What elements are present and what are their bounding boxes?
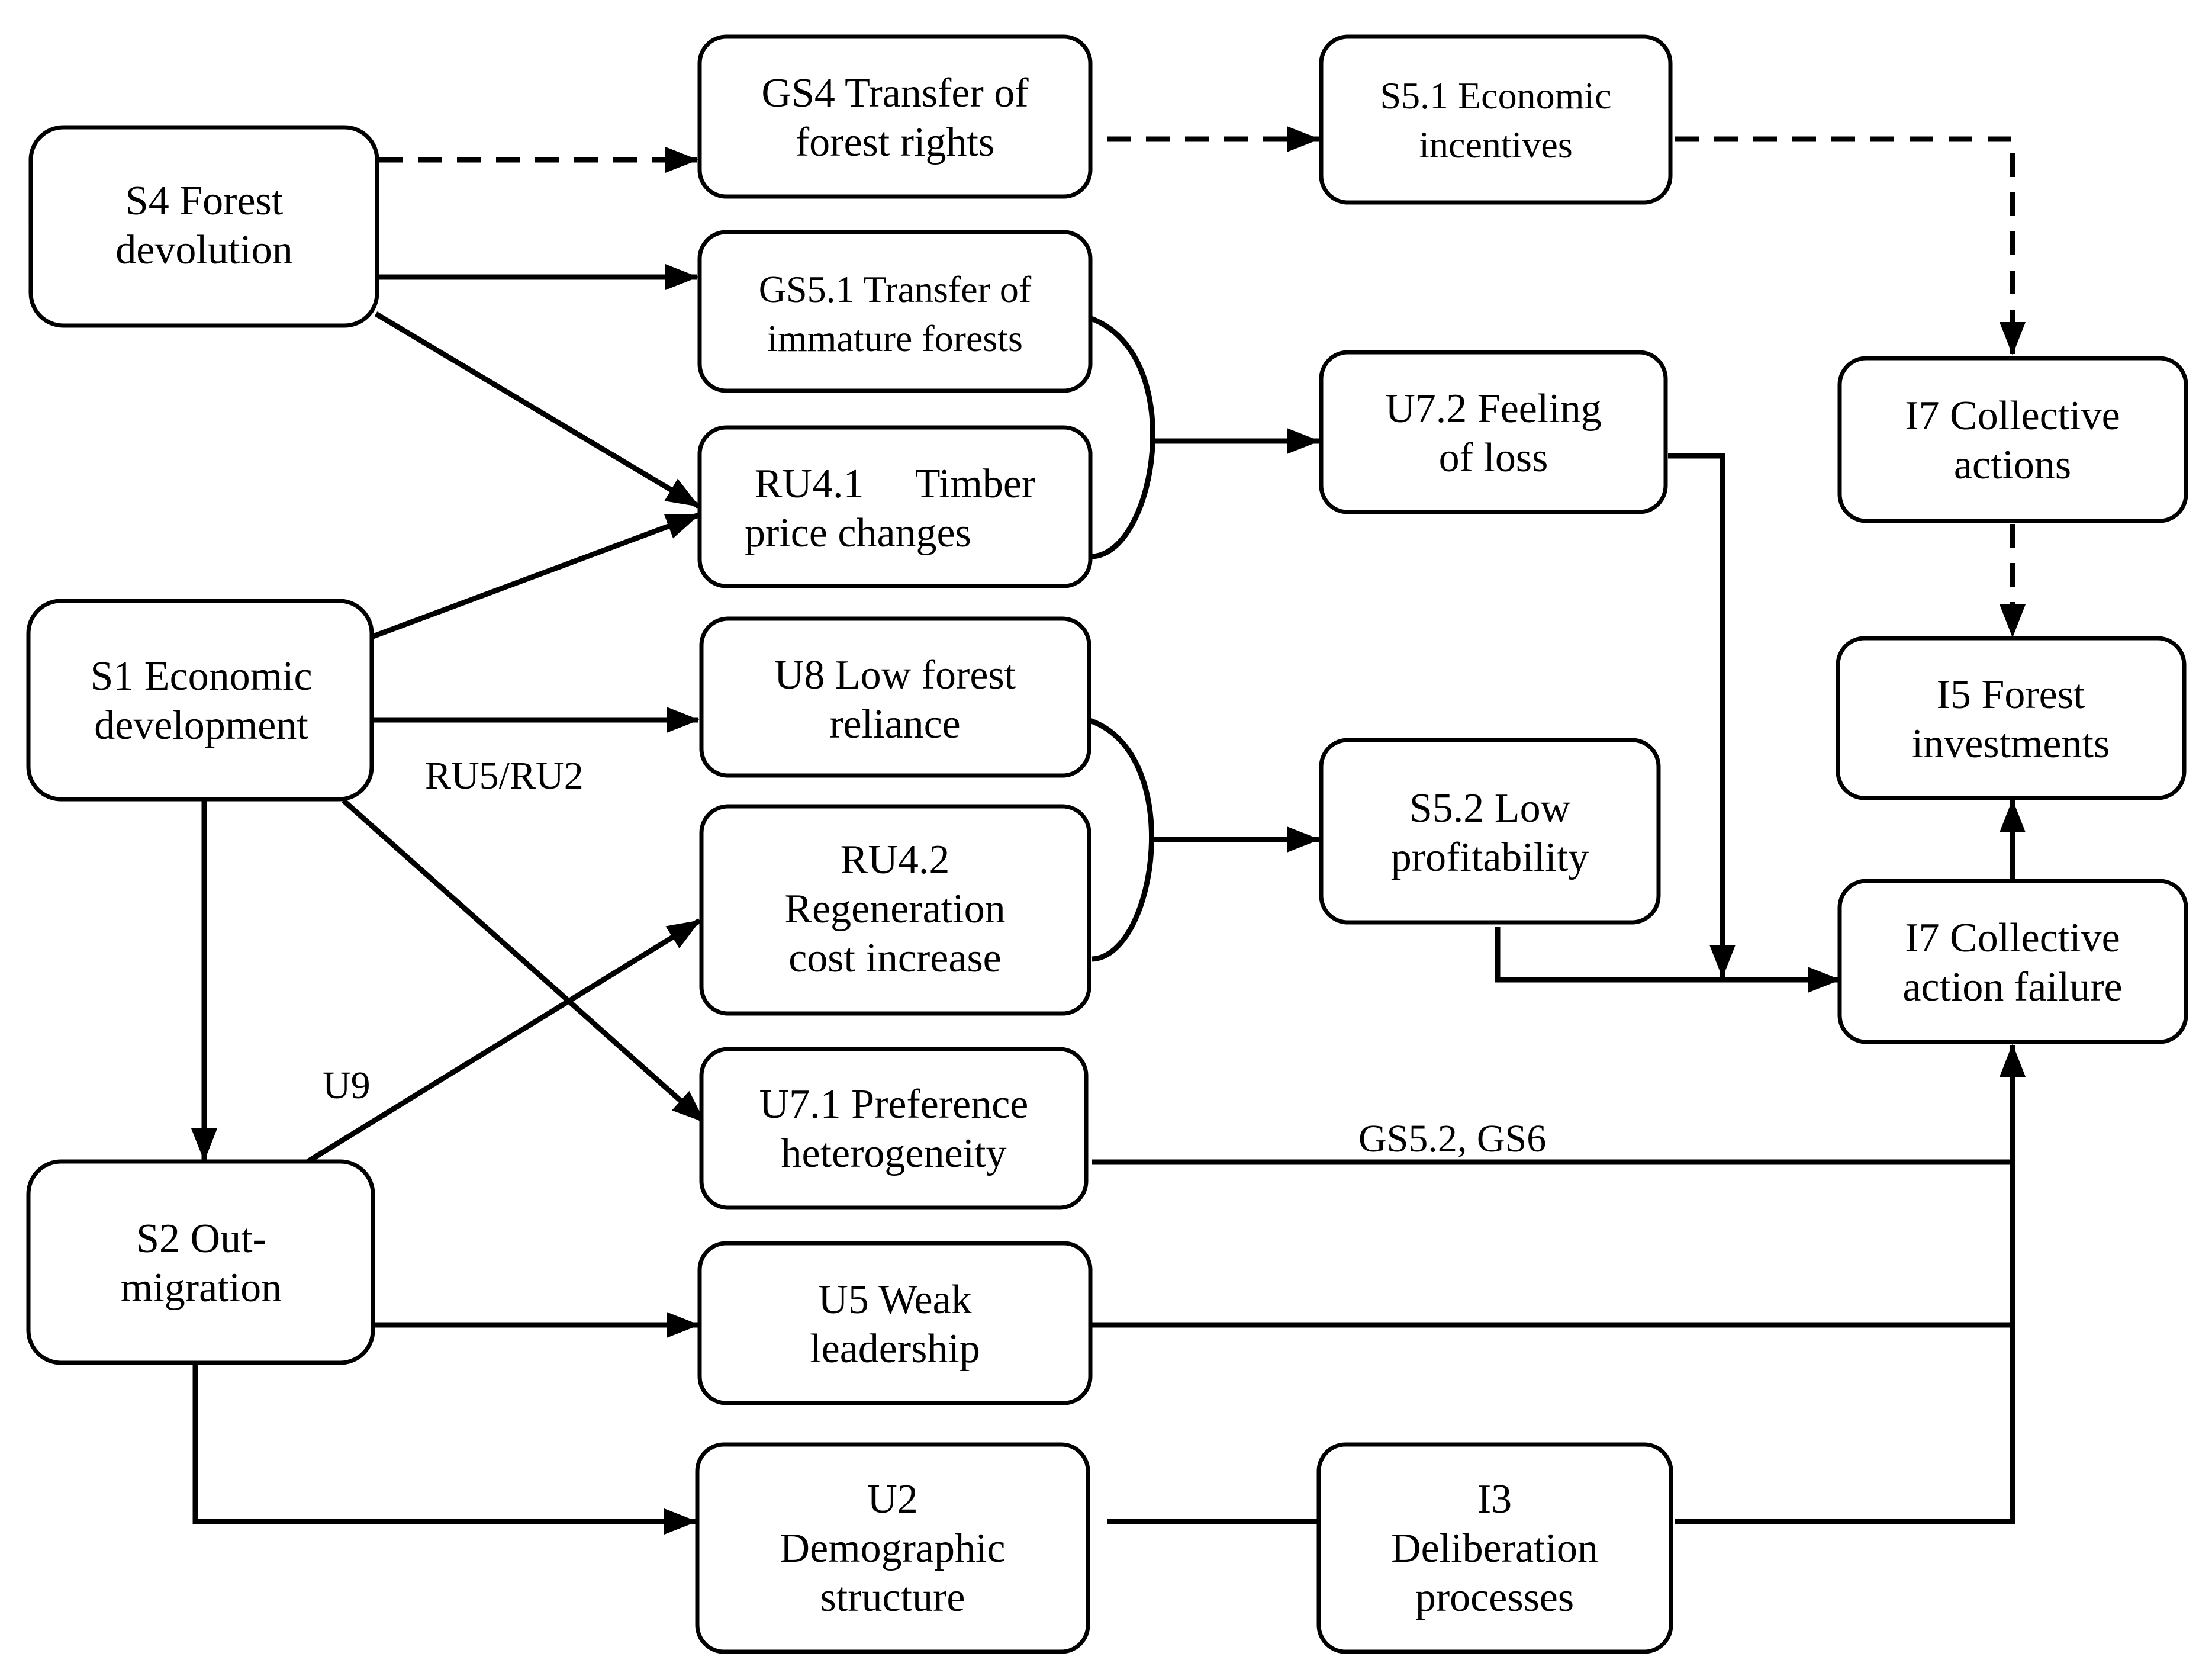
node-s1-line-1: S1 Economic xyxy=(90,654,312,699)
node-s52-line-1: S5.2 Low xyxy=(1409,786,1571,831)
label-u9: U9 xyxy=(323,1064,371,1107)
node-u2-line-2: Demographic xyxy=(780,1526,1006,1571)
node-gs51-line-2: immature forests xyxy=(767,317,1023,359)
node-s4-forest-devolution[interactable]: S4 Forest devolution xyxy=(28,125,379,328)
node-gs4-transfer-forest-rights[interactable]: GS4 Transfer of forest rights xyxy=(697,34,1093,199)
node-ru42-line-1: RU4.2 xyxy=(841,837,950,883)
edge-s51-i7a xyxy=(1675,136,2026,355)
node-i3-deliberation-processes[interactable]: I3 Deliberation processes xyxy=(1316,1442,1673,1654)
node-s51-line-1: S5.1 Economic xyxy=(1380,75,1611,117)
edge-s1-u71 xyxy=(342,798,706,1124)
node-gs4-line-2: forest rights xyxy=(796,120,994,165)
node-i7f-line-2: action failure xyxy=(1902,964,2122,1010)
node-u71-preference-heterogeneity[interactable]: U7.1 Preference heterogeneity xyxy=(699,1047,1089,1210)
node-u8-line-1: U8 Low forest xyxy=(774,652,1016,698)
node-u71-line-1: U7.1 Preference xyxy=(759,1082,1029,1127)
node-u72-feeling-of-loss[interactable]: U7.2 Feeling of loss xyxy=(1319,350,1668,514)
edge-s2-ru42 xyxy=(306,918,701,1164)
node-u5-line-2: leadership xyxy=(810,1326,980,1372)
node-s1-economic-development[interactable]: S1 Economic development xyxy=(26,599,374,802)
node-u8-low-forest-reliance[interactable]: U8 Low forest reliance xyxy=(699,616,1091,778)
node-ru41-line-2: price changes xyxy=(745,510,971,556)
node-s2-line-1: S2 Out- xyxy=(136,1216,266,1262)
node-u72-line-2: of loss xyxy=(1439,435,1548,481)
node-ru42-regeneration-cost-increase[interactable]: RU4.2 Regeneration cost increase xyxy=(699,804,1091,1016)
node-u5-line-1: U5 Weak xyxy=(818,1277,971,1323)
node-u71-line-2: heterogeneity xyxy=(781,1131,1007,1176)
node-s51-economic-incentives[interactable]: S5.1 Economic incentives xyxy=(1319,34,1673,205)
node-s4-line-2: devolution xyxy=(115,227,292,273)
node-s2-out-migration[interactable]: S2 Out- migration xyxy=(26,1159,375,1365)
node-s4-line-1: S4 Forest xyxy=(125,178,284,224)
label-ru5-ru2: RU5/RU2 xyxy=(425,754,584,797)
node-u5-weak-leadership[interactable]: U5 Weak leadership xyxy=(697,1241,1093,1405)
node-u8-line-2: reliance xyxy=(829,702,960,747)
label-gs52-gs6: GS5.2, GS6 xyxy=(1358,1117,1546,1160)
node-i5-forest-investments[interactable]: I5 Forest investments xyxy=(1836,636,2187,800)
node-s52-low-profitability[interactable]: S5.2 Low profitability xyxy=(1319,738,1661,925)
edge-s52-i7f xyxy=(1495,927,1841,993)
node-u2-line-3: structure xyxy=(820,1575,965,1620)
edge-bracket-loss xyxy=(1085,314,1156,559)
node-i7-collective-action-failure[interactable]: I7 Collective action failure xyxy=(1837,879,2188,1044)
node-i7a-line-1: I7 Collective xyxy=(1905,393,2120,439)
node-ru42-line-3: cost increase xyxy=(788,935,1002,981)
node-i7-collective-actions[interactable]: I7 Collective actions xyxy=(1837,356,2188,523)
node-u72-line-1: U7.2 Feeling xyxy=(1385,386,1602,432)
node-i3-line-1: I3 xyxy=(1477,1476,1512,1522)
edges-layer xyxy=(191,126,2026,1535)
edge-u72-junction xyxy=(1668,453,1736,978)
node-s1-line-2: development xyxy=(94,703,308,748)
edge-i3-i7f xyxy=(1675,1044,2026,1524)
node-i5-line-1: I5 Forest xyxy=(1937,672,2085,718)
edge-bracket-profit xyxy=(1085,716,1155,962)
node-gs51-transfer-immature-forests[interactable]: GS5.1 Transfer of immature forests xyxy=(697,230,1093,393)
node-s51-line-2: incentives xyxy=(1419,124,1572,166)
node-ru42-line-2: Regeneration xyxy=(784,886,1005,932)
edge-s4-ru41 xyxy=(374,311,700,509)
nodes-layer: S4 Forest devolution S1 Economic develop… xyxy=(26,34,2188,1654)
node-i3-line-2: Deliberation xyxy=(1391,1526,1598,1571)
node-s2-line-2: migration xyxy=(121,1265,282,1311)
node-u2-line-1: U2 xyxy=(867,1476,918,1522)
edge-labels-layer: RU5/RU2 U9 GS5.2, GS6 xyxy=(323,754,1546,1160)
node-u2-demographic-structure[interactable]: U2 Demographic structure xyxy=(695,1442,1090,1654)
node-ru41-timber-price-changes[interactable]: RU4.1 Timber price changes xyxy=(697,425,1093,588)
node-i5-line-2: investments xyxy=(1912,721,2110,767)
edge-s2-u2 xyxy=(192,1365,697,1535)
node-i3-line-3: processes xyxy=(1415,1575,1574,1620)
node-ru41-line-1: RU4.1 Timber xyxy=(755,461,1036,507)
node-gs4-line-1: GS4 Transfer of xyxy=(761,70,1029,116)
node-gs51-line-1: GS5.1 Transfer of xyxy=(759,268,1032,310)
node-i7a-line-2: actions xyxy=(1954,442,2071,488)
node-s52-line-2: profitability xyxy=(1391,835,1589,880)
node-i7f-line-1: I7 Collective xyxy=(1905,915,2120,961)
edge-s1-ru41 xyxy=(372,512,700,639)
